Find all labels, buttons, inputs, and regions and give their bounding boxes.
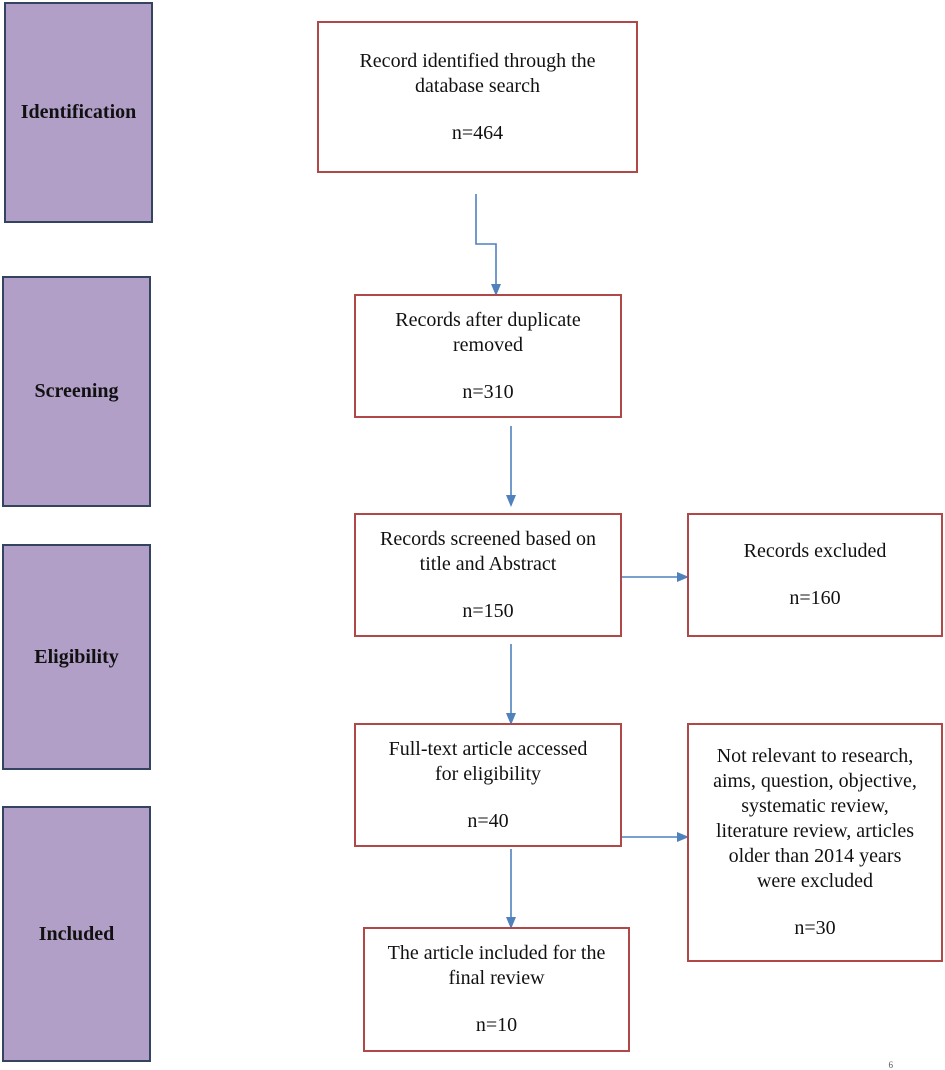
box-excluded-label: Records excluded: [743, 540, 887, 562]
box-identified-label: Record identified through the database s…: [359, 49, 596, 97]
phase-identification: Identification: [4, 2, 153, 223]
box-not-relevant-count: n=30: [794, 917, 836, 939]
box-not-relevant-label: Not relevant to research, aims, question…: [713, 745, 917, 892]
box-not-relevant: Not relevant to research, aims, question…: [687, 723, 943, 962]
box-deduplicated-label: Records after duplicate removed: [395, 308, 581, 356]
box-deduplicated: Records after duplicate removed n=310: [354, 294, 622, 418]
box-included-label: The article included for the final revie…: [387, 942, 606, 989]
box-included-count: n=10: [475, 1014, 518, 1036]
phase-identification-label: Identification: [20, 101, 137, 123]
box-included: The article included for the final revie…: [363, 927, 630, 1052]
box-fulltext: Full-text article accessed for eligibili…: [354, 723, 622, 847]
phase-included-label: Included: [38, 922, 115, 945]
box-screened-label: Records screened based on title and Abst…: [379, 527, 597, 575]
box-excluded-count: n=160: [789, 587, 841, 609]
phase-eligibility: Eligibility: [2, 544, 151, 770]
phase-included: Included: [2, 806, 151, 1062]
box-fulltext-label: Full-text article accessed for eligibili…: [388, 737, 588, 785]
box-screened-count: n=150: [462, 599, 514, 622]
box-identified-count: n=464: [451, 121, 504, 144]
box-identified: Record identified through the database s…: [317, 21, 638, 173]
box-excluded: Records excluded n=160: [687, 513, 943, 637]
phase-eligibility-label: Eligibility: [34, 645, 119, 668]
box-deduplicated-count: n=310: [462, 380, 514, 403]
phase-screening-label: Screening: [34, 380, 119, 402]
page-number-mark: 6: [888, 1060, 894, 1070]
phase-screening: Screening: [2, 276, 151, 507]
box-screened: Records screened based on title and Abst…: [354, 513, 622, 637]
arrow-identified-to-deduplicated: [475, 194, 501, 296]
box-fulltext-count: n=40: [467, 809, 509, 832]
